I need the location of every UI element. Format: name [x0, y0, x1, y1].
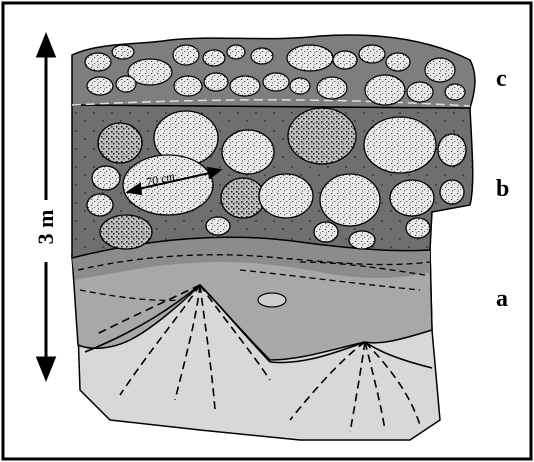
layer-label-b: b [496, 176, 509, 203]
layer-label-a: a [496, 286, 508, 313]
pebble [258, 293, 286, 307]
scale-label: 3 m [33, 207, 59, 247]
layer-label-c: c [496, 66, 507, 93]
